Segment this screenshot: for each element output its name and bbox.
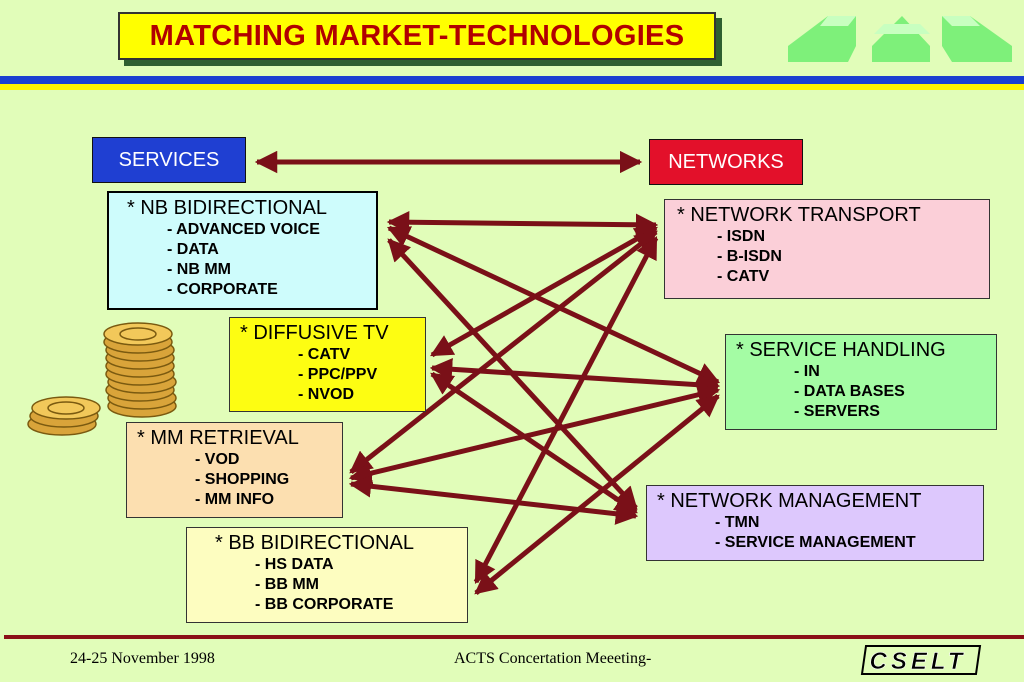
network-item: - DATA BASES: [794, 383, 905, 400]
arrow-bb-handling: [474, 394, 720, 595]
service-box-diffusive-tv: * DIFFUSIVE TV - CATV - PPC/PPV - NVOD: [229, 317, 426, 412]
networks-header-label: NETWORKS: [668, 150, 784, 173]
network-item: - TMN: [715, 514, 760, 531]
service-item: - NVOD: [298, 386, 354, 403]
title-box: MATCHING MARKET-TECHNOLOGIES: [118, 12, 716, 60]
services-header: SERVICES: [92, 137, 246, 183]
service-title: * DIFFUSIVE TV: [240, 322, 389, 344]
service-item: - BB MM: [255, 576, 319, 593]
network-title: * SERVICE HANDLING: [736, 339, 946, 361]
networks-header: NETWORKS: [649, 139, 803, 185]
service-item: - PPC/PPV: [298, 366, 378, 383]
network-item: - SERVERS: [794, 403, 880, 420]
service-item: - NB MM: [167, 261, 231, 278]
network-item: - CATV: [717, 268, 770, 285]
header-stripe-yellow: [0, 84, 1024, 90]
service-box-mm-retrieval: * MM RETRIEVAL - VOD - SHOPPING - MM INF…: [126, 422, 343, 518]
footer-date: 24-25 November 1998: [70, 650, 215, 667]
service-item: - SHOPPING: [195, 471, 290, 488]
service-item: - VOD: [195, 451, 240, 468]
service-box-bb-bidirectional: * BB BIDIRECTIONAL - HS DATA - BB MM - B…: [186, 527, 468, 623]
page-title: MATCHING MARKET-TECHNOLOGIES: [149, 19, 685, 52]
service-title: * BB BIDIRECTIONAL: [215, 532, 414, 554]
network-item: - B-ISDN: [717, 248, 782, 265]
network-box-management: * NETWORK MANAGEMENT - TMN - SERVICE MAN…: [646, 485, 984, 561]
footer-divider: [4, 635, 1024, 639]
service-item: - BB CORPORATE: [255, 596, 394, 613]
service-item: - DATA: [167, 241, 219, 258]
header-stripe-blue: [0, 76, 1024, 84]
cselt-logo: CSELT: [860, 645, 982, 675]
green-arrow-left-icon: [788, 16, 856, 62]
service-title: * NB BIDIRECTIONAL: [127, 197, 328, 219]
service-item: - CATV: [298, 346, 351, 363]
network-item: - SERVICE MANAGEMENT: [715, 534, 916, 551]
service-item: - ADVANCED VOICE: [167, 221, 320, 238]
footer-event: ACTS Concertation Meeeting-: [454, 650, 652, 667]
services-header-label: SERVICES: [118, 148, 220, 171]
network-box-service-handling: * SERVICE HANDLING - IN - DATA BASES - S…: [725, 334, 997, 430]
service-box-nb-bidirectional: * NB BIDIRECTIONAL - ADVANCED VOICE - DA…: [107, 191, 378, 310]
service-item: - HS DATA: [255, 556, 334, 573]
network-title: * NETWORK MANAGEMENT: [657, 490, 922, 512]
network-title: * NETWORK TRANSPORT: [677, 204, 921, 226]
service-title: * MM RETRIEVAL: [137, 427, 299, 449]
green-arrow-middle-icon: [872, 16, 930, 62]
coins-icon: [27, 322, 177, 436]
network-item: - IN: [794, 363, 820, 380]
network-box-transport: * NETWORK TRANSPORT - ISDN - B-ISDN - CA…: [664, 199, 990, 299]
footer-logo-text: CSELT: [870, 648, 967, 675]
green-arrows-icon: [788, 16, 1012, 62]
arrow-nb-transport: [386, 210, 659, 237]
network-item: - ISDN: [717, 228, 765, 245]
service-item: - CORPORATE: [167, 281, 278, 298]
green-arrow-right-icon: [942, 16, 1012, 62]
service-item: - MM INFO: [195, 491, 275, 508]
